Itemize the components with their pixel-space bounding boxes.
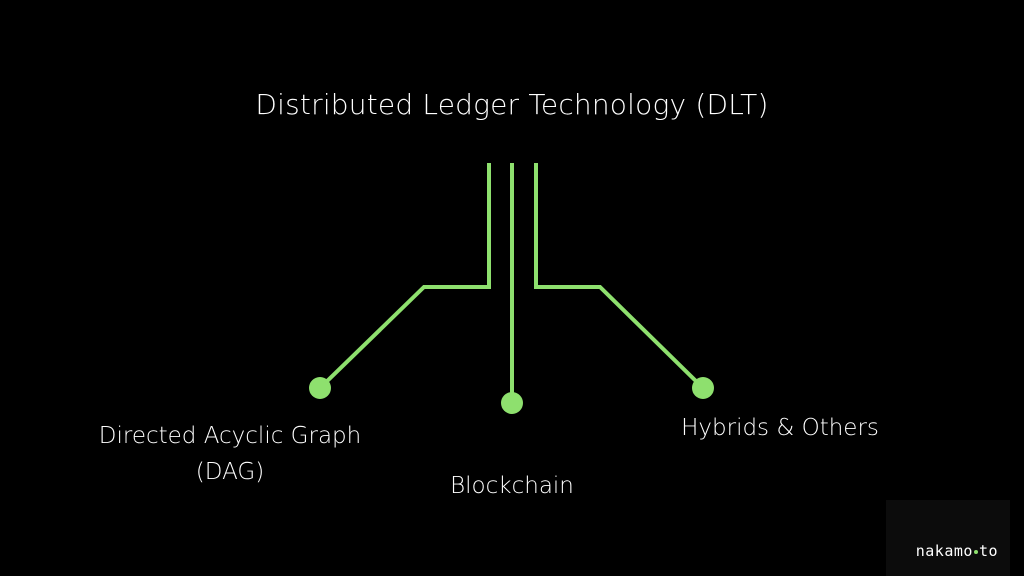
hybrids-connector-line	[534, 163, 705, 390]
hybrids-node	[692, 377, 714, 399]
hybrids-label: Hybrids & Others	[681, 415, 879, 441]
watermark: nakamo to	[886, 500, 1010, 576]
watermark-logo-text: nakamo to	[916, 542, 998, 560]
dag-label: Directed Acyclic Graph (DAG)	[60, 418, 400, 490]
dag-node	[309, 377, 331, 399]
blockchain-label: Blockchain	[450, 473, 574, 499]
watermark-part2: to	[978, 542, 998, 560]
diagram-title: Distributed Ledger Technology (DLT)	[255, 88, 769, 121]
watermark-part1: nakamo	[915, 542, 973, 560]
dag-connector-line	[318, 163, 491, 390]
watermark-dot	[973, 549, 978, 554]
blockchain-node	[501, 392, 523, 414]
dag-label-line1: Directed Acyclic Graph	[98, 423, 362, 449]
dag-label-line2: (DAG)	[195, 459, 265, 485]
